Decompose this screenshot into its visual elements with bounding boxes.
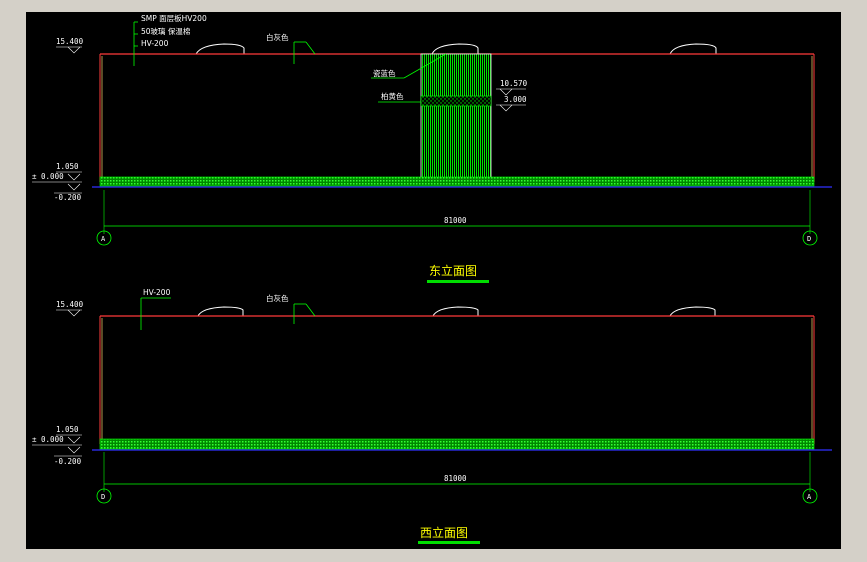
axis-label-right: A <box>807 493 812 501</box>
level-right-1: 10.570 <box>500 79 528 88</box>
axis-label-right: D <box>807 235 811 243</box>
axis-bubble-right <box>802 488 818 504</box>
note-hv: HV-200 <box>141 39 169 48</box>
level-triangle <box>499 88 513 96</box>
leader <box>305 41 316 55</box>
level-right-2: 3.000 <box>504 95 527 104</box>
level-mid: 1.050 <box>56 425 79 434</box>
level-triangle <box>67 309 81 317</box>
skylight <box>431 43 479 55</box>
note-insulation: 50玻璃 保温棉 <box>141 26 190 36</box>
dimension-label: 81000 <box>444 216 467 225</box>
west-elevation: HV-200 白灰色 15.400 1.050 ± 0.000 -0.200 8… <box>32 288 832 544</box>
leader <box>403 53 447 79</box>
axis-bubble-right <box>802 230 818 246</box>
level-triangle <box>67 436 81 454</box>
note-smp: SMP 面层板HV200 <box>141 13 207 23</box>
level-zero: ± 0.000 <box>32 172 64 181</box>
base-band <box>99 438 815 450</box>
level-triangle <box>67 46 81 54</box>
note-white: 白灰色 <box>266 293 289 303</box>
level-top: 15.400 <box>56 300 84 309</box>
axis-label-left: D <box>101 493 105 501</box>
level-mid: 1.050 <box>56 162 79 171</box>
note-blue: 瓷蓝色 <box>373 68 396 78</box>
level-triangle <box>67 173 81 191</box>
base-band <box>99 176 815 187</box>
title-underline <box>427 280 489 283</box>
elevation-title: 东立面图 <box>429 263 477 278</box>
elevation-title: 西立面图 <box>420 525 468 540</box>
east-elevation: SMP 面层板HV200 50玻璃 保温棉 HV-200 白灰色 瓷蓝色 柏黄色… <box>32 13 832 283</box>
skylight <box>197 306 244 317</box>
skylight <box>195 43 245 55</box>
level-bottom: -0.200 <box>54 457 82 466</box>
note-white: 白灰色 <box>266 32 289 42</box>
yellow-band <box>420 95 492 107</box>
level-bottom: -0.200 <box>54 193 82 202</box>
level-top: 15.400 <box>56 37 84 46</box>
skylight <box>669 43 717 55</box>
leader <box>305 303 316 317</box>
dimension-label: 81000 <box>444 474 467 483</box>
title-underline <box>418 541 480 544</box>
note-yellow: 柏黄色 <box>381 91 404 101</box>
cad-viewport[interactable]: SMP 面层板HV200 50玻璃 保温棉 HV-200 白灰色 瓷蓝色 柏黄色… <box>26 12 841 549</box>
axis-label-left: A <box>101 235 106 243</box>
blue-panel <box>420 53 492 179</box>
level-zero: ± 0.000 <box>32 435 64 444</box>
cad-drawing: SMP 面层板HV200 50玻璃 保温棉 HV-200 白灰色 瓷蓝色 柏黄色… <box>32 13 832 544</box>
note-hv: HV-200 <box>143 288 171 297</box>
level-triangle <box>499 104 513 112</box>
skylight <box>669 306 716 317</box>
axis-bubble-left <box>96 230 112 246</box>
axis-bubble-left <box>96 488 112 504</box>
skylight <box>432 306 479 317</box>
